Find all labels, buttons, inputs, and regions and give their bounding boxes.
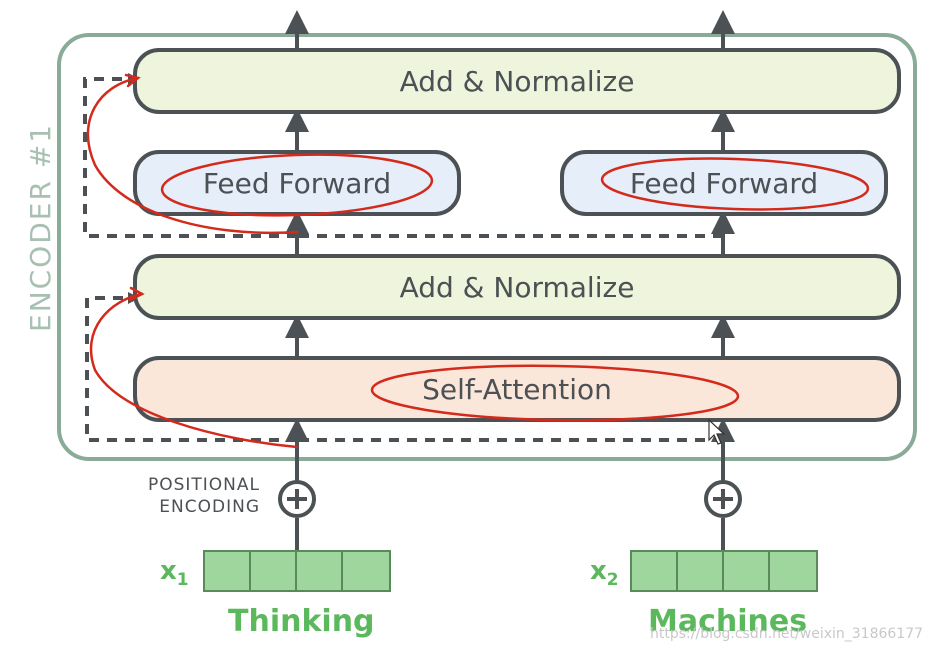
input-symbol-1: x1 xyxy=(160,556,189,591)
encoder-frame xyxy=(57,33,917,461)
annotation-circle-ffn-left xyxy=(160,153,434,217)
vector-cell xyxy=(251,552,297,590)
vector-cell xyxy=(297,552,343,590)
pe-line-1: POSITIONAL xyxy=(147,475,260,495)
annotation-arrowhead-bottom xyxy=(128,286,145,302)
vector-cell xyxy=(770,552,816,590)
add-normalize-bottom-block: Add & Normalize xyxy=(133,254,901,320)
vector-cell xyxy=(678,552,724,590)
watermark: https://blog.csdn.net/weixin_31866177 xyxy=(650,626,924,642)
mouse-cursor-icon xyxy=(708,418,726,445)
annotation-curve-top xyxy=(86,76,299,234)
input-vector-2 xyxy=(630,550,818,592)
add-normalize-top-block: Add & Normalize xyxy=(133,48,901,114)
input-symbol-2: x2 xyxy=(590,556,619,591)
input-word-2: Machines xyxy=(648,604,808,639)
vector-cell xyxy=(632,552,678,590)
positional-encoding-label: POSITIONAL ENCODING xyxy=(120,474,260,518)
vector-cell xyxy=(343,552,389,590)
vector-cell xyxy=(724,552,770,590)
annotation-curve-bottom xyxy=(89,292,299,449)
input-word-1: Thinking xyxy=(228,604,375,639)
pe-line-2: ENCODING xyxy=(159,497,260,517)
annotation-arrowhead-top xyxy=(124,73,141,88)
vector-cell xyxy=(205,552,251,590)
annotation-circle-attention xyxy=(370,364,740,422)
input-vector-1 xyxy=(203,550,391,592)
annotation-circle-ffn-right xyxy=(600,157,870,211)
residual-top xyxy=(83,77,297,238)
